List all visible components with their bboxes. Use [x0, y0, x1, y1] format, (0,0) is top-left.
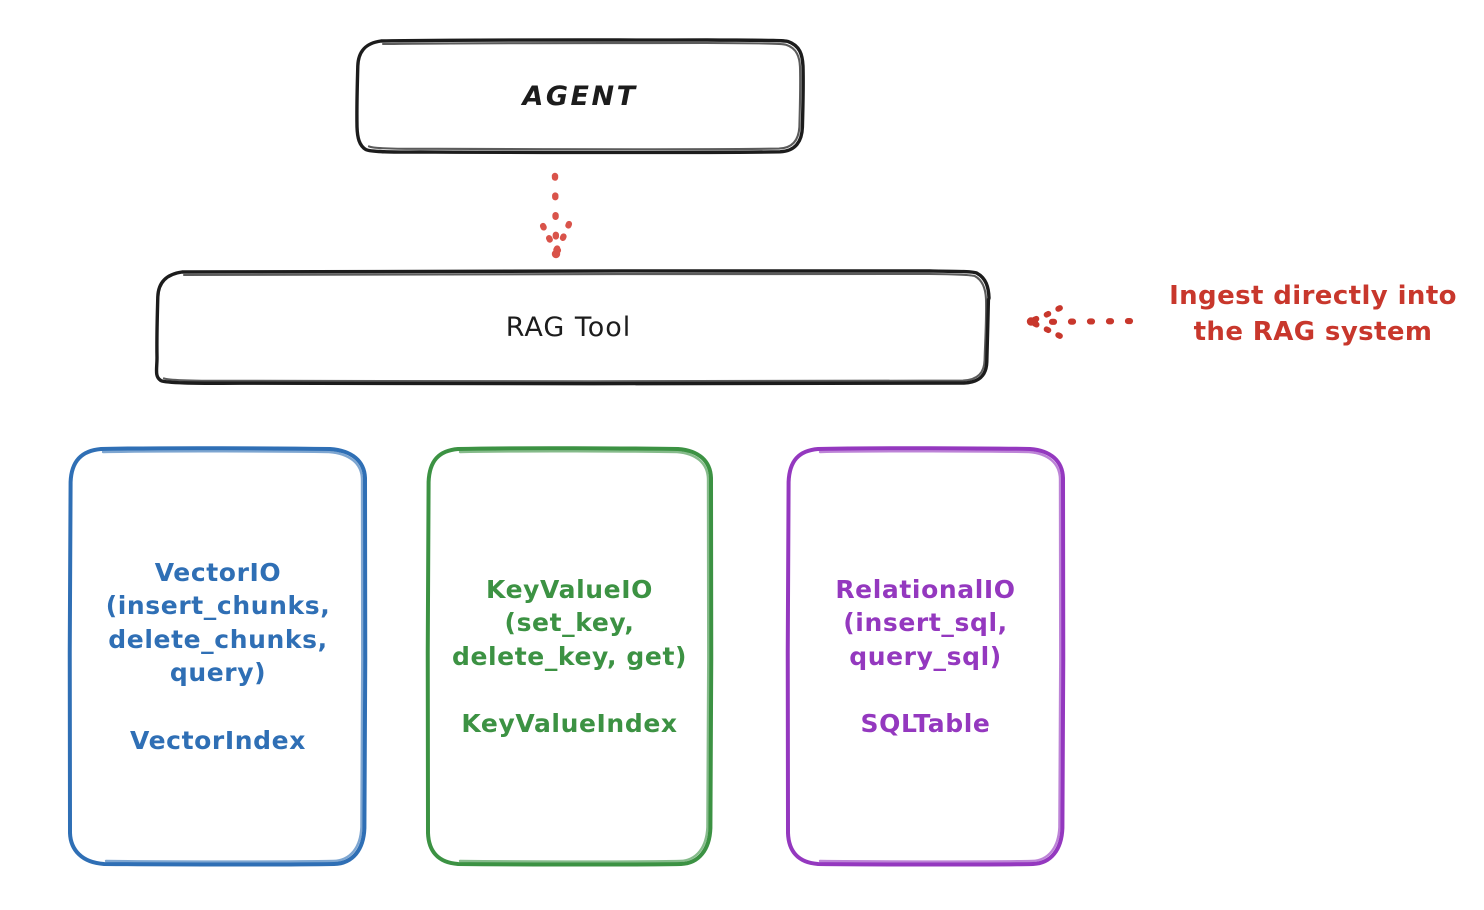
node-key-value-io[interactable]: KeyValueIO (set_key, delete_key, get) Ke…	[428, 448, 711, 865]
node-relational-io-index-label: SQLTable	[860, 709, 991, 738]
node-rag-tool[interactable]: RAG Tool	[157, 271, 980, 384]
node-agent-label: AGENT	[522, 80, 638, 112]
node-key-value-io-index-label: KeyValueIndex	[461, 709, 678, 738]
agent-to-rag-tool-connector	[539, 172, 573, 259]
annotation-ingest-directly: Ingest directly into the RAG system	[1169, 281, 1457, 347]
node-rag-tool-label: RAG Tool	[505, 311, 632, 343]
node-vector-io-index-label: VectorIndex	[130, 725, 306, 755]
node-key-value-io-label: KeyValueIO (set_key, delete_key, get)	[451, 574, 688, 671]
node-vector-io[interactable]: VectorIO (insert_chunks, delete_chunks, …	[70, 448, 366, 865]
node-relational-io[interactable]: RelationalIO (insert_sql, query_sql) SQL…	[788, 448, 1063, 865]
node-agent[interactable]: AGENT	[357, 40, 803, 153]
ingest-connector-arrow	[1026, 305, 1140, 339]
node-vector-io-label: VectorIO (insert_chunks, delete_chunks, …	[105, 557, 331, 688]
node-relational-io-label: RelationalIO (insert_sql, query_sql)	[835, 574, 1016, 671]
